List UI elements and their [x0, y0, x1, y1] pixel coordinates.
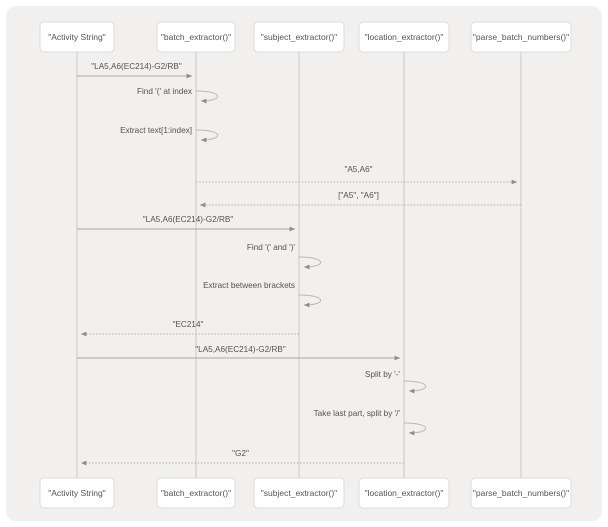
participant-label-batch-top: "batch_extractor()" — [161, 32, 231, 42]
self-loop-path — [195, 129, 219, 143]
participant-box-subject-bottom[interactable] — [253, 477, 345, 509]
message-9-call[interactable]: "LA5,A6(EC214)-G2/RB" — [77, 345, 400, 361]
participant-box-location-top[interactable] — [358, 21, 450, 53]
message-5-call[interactable]: "LA5,A6(EC214)-G2/RB" — [77, 215, 295, 232]
participant-label-parse-bottom: "parse_batch_numbers()" — [473, 488, 569, 498]
participant-label-parse-top: "parse_batch_numbers()" — [473, 32, 569, 42]
diagram-canvas — [6, 6, 602, 521]
message-7-self[interactable]: Extract between brackets — [203, 281, 322, 308]
participant-box-subject-top[interactable] — [253, 21, 345, 53]
message-label: Find '(' at index — [137, 87, 192, 96]
self-loop-path — [403, 422, 427, 436]
participant-box-batch-top[interactable] — [156, 21, 236, 53]
message-label: ["A5", "A6"] — [338, 191, 379, 200]
participant-label-activity-bottom: "Activity String" — [48, 488, 106, 498]
self-loop-path — [298, 256, 322, 270]
message-label: Find '(' and ')' — [247, 243, 296, 252]
participant-label-activity-top: "Activity String" — [48, 32, 106, 42]
message-3-call[interactable]: "A5,A6" — [196, 165, 517, 185]
participant-label-subject-top: "subject_extractor()" — [261, 32, 337, 42]
participant-label-subject-bottom: "subject_extractor()" — [261, 488, 337, 498]
lifelines-group — [76, 52, 522, 478]
message-label: "LA5,A6(EC214)-G2/RB" — [143, 215, 234, 224]
participant-box-activity-bottom[interactable] — [39, 477, 115, 509]
participant-box-batch-bottom[interactable] — [156, 477, 236, 509]
message-0-call[interactable]: "LA5,A6(EC214)-G2/RB" — [77, 62, 192, 79]
messages-group: "LA5,A6(EC214)-G2/RB" Find '(' at indexEx… — [77, 62, 521, 466]
participant-label-batch-bottom: "batch_extractor()" — [161, 488, 231, 498]
message-label: Extract between brackets — [203, 281, 295, 290]
participant-label-location-top: "location_extractor()" — [365, 32, 444, 42]
participant-label-location-bottom: "location_extractor()" — [365, 488, 444, 498]
self-loop-path — [195, 90, 219, 104]
participant-box-location-bottom[interactable] — [358, 477, 450, 509]
message-label: "LA5,A6(EC214)-G2/RB" — [91, 62, 182, 71]
self-loop-path — [403, 380, 427, 394]
message-label: Take last part, split by '/' — [314, 409, 401, 418]
participant-box-parse-bottom[interactable] — [470, 477, 572, 509]
participants-bottom: "Activity String" "batch_extractor()" "sub… — [39, 477, 572, 509]
message-label: "A5,A6" — [344, 165, 372, 174]
self-loop-path — [298, 294, 322, 308]
message-label: Extract text[1:index] — [120, 126, 192, 135]
message-6-self[interactable]: Find '(' and ')' — [247, 243, 322, 270]
message-label: "LA5,A6(EC214)-G2/RB" — [195, 345, 286, 354]
message-1-self[interactable]: Find '(' at index — [137, 87, 219, 104]
participant-box-parse-top[interactable] — [470, 21, 572, 53]
message-label: "G2" — [232, 449, 249, 458]
message-8-return[interactable]: "EC214" — [81, 320, 299, 337]
message-11-self[interactable]: Take last part, split by '/' — [314, 409, 427, 436]
message-label: Split by '-' — [365, 370, 400, 379]
participant-box-activity-top[interactable] — [39, 21, 115, 53]
participants-top: "Activity String" "batch_extractor()" "sub… — [39, 21, 572, 53]
message-label: "EC214" — [173, 320, 204, 329]
message-2-self[interactable]: Extract text[1:index] — [120, 126, 219, 143]
message-10-self[interactable]: Split by '-' — [365, 370, 427, 394]
message-4-return[interactable]: ["A5", "A6"] — [200, 191, 521, 208]
message-12-return[interactable]: "G2" — [81, 449, 404, 466]
